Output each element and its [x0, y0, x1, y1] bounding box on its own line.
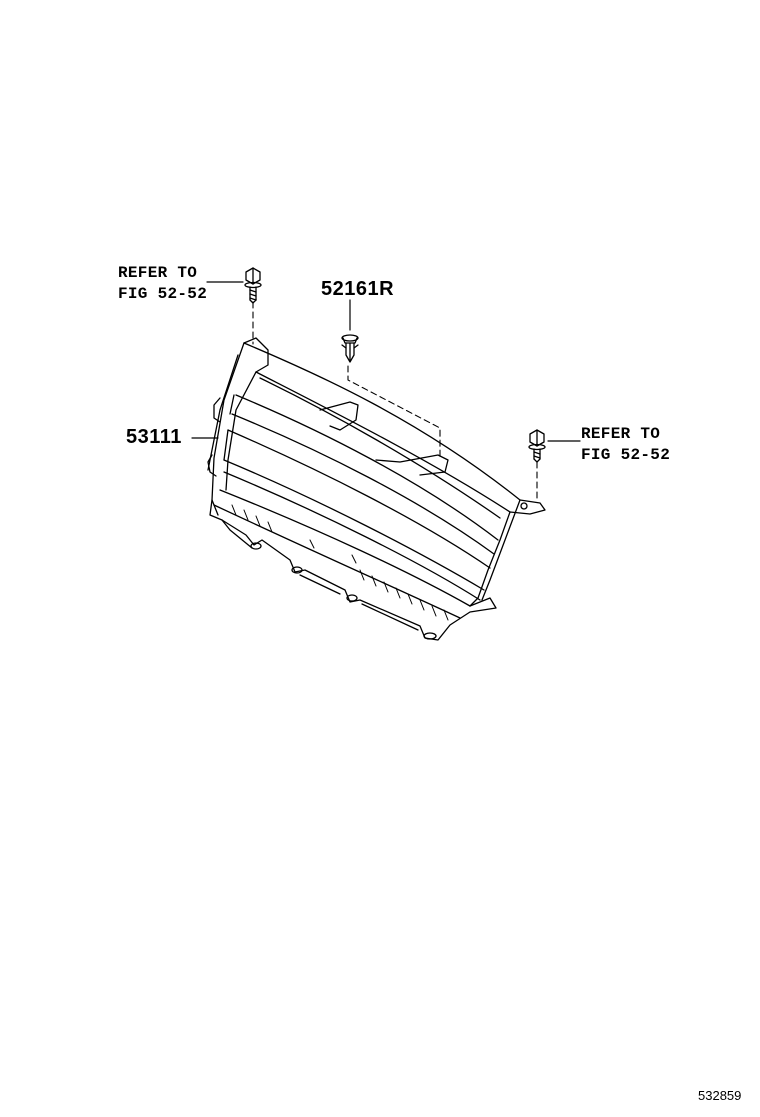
refer-note-right-line2: FIG 52-52 — [581, 446, 671, 464]
refer-note-left-line1: REFER TO — [118, 264, 198, 282]
figure-id: 532859 — [698, 1088, 742, 1103]
refer-note-left: REFER TO FIG 52-52 — [118, 263, 207, 305]
leader-lines — [191, 281, 581, 442]
refer-note-left-line2: FIG 52-52 — [118, 285, 208, 303]
part-number-grille: 53111 — [126, 426, 182, 448]
refer-note-right-line1: REFER TO — [581, 425, 661, 443]
radiator-grille-drawing — [207, 337, 546, 641]
clip-icon — [341, 334, 359, 363]
part-number-clip: 52161R — [321, 278, 395, 300]
refer-note-right: REFER TO FIG 52-52 — [581, 424, 670, 466]
bolt-icon-right — [528, 429, 546, 463]
bolt-icon-left — [244, 267, 262, 304]
